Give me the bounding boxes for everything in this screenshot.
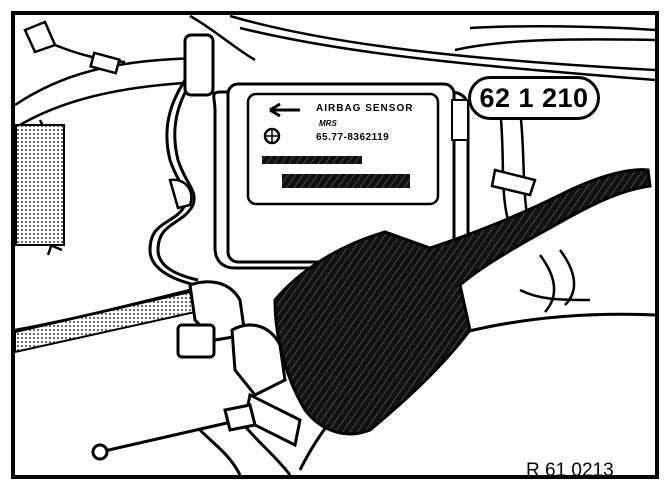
top-connector [23, 20, 126, 75]
tool-number-badge: 62 1 210 [468, 76, 600, 120]
right-bracket [490, 109, 591, 313]
cable-clip-mid [168, 178, 193, 210]
label-stripe [262, 156, 362, 164]
sensor-label-part-number: 65.77-8362119 [316, 132, 390, 143]
body-panel [189, 14, 656, 82]
cable-clip-top [183, 33, 215, 97]
label-barcode [282, 174, 410, 188]
connector-plug [176, 280, 302, 448]
airbag-sensor-module [212, 82, 470, 270]
left-bracket [15, 124, 65, 246]
sensor-label-title: AIRBAG SENSOR [316, 103, 414, 114]
tool-number: 62 1 210 [479, 82, 589, 113]
bottom-linkage [91, 403, 292, 476]
figure-reference-code: R 61 0213 [526, 460, 614, 481]
corrugated-loom [273, 168, 652, 436]
sensor-label-subtitle: MRS [319, 119, 337, 128]
